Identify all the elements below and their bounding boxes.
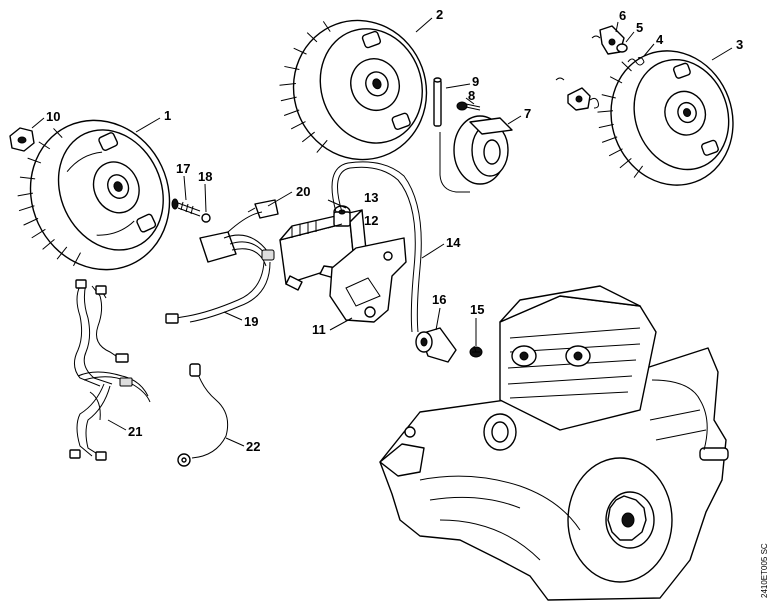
part-label-16: 16: [432, 292, 446, 307]
part-label-7: 7: [524, 106, 531, 121]
ground-wire-22-drawing: [177, 363, 229, 467]
part-label-15: 15: [470, 302, 484, 317]
washer-5-drawing: [616, 43, 628, 53]
spark-plug-cap-16-drawing: [415, 327, 457, 363]
washer-18-drawing: [201, 213, 211, 223]
pawl-assembly-drawing: [555, 77, 599, 111]
part-label-3: 3: [736, 37, 743, 52]
part-label-9: 9: [472, 74, 479, 89]
flywheel-1-drawing: [17, 119, 171, 271]
part-label-1: 1: [164, 108, 171, 123]
screw-8-drawing: [456, 101, 481, 111]
pin-9-drawing: [433, 77, 442, 127]
part-label-4: 4: [656, 32, 664, 47]
part-label-13: 13: [364, 190, 378, 205]
screw-17-drawing: [171, 198, 201, 217]
part-label-6: 6: [619, 8, 626, 23]
part-label-19: 19: [244, 314, 258, 329]
engine-crankcase-drawing: [379, 285, 729, 601]
part-label-17: 17: [176, 161, 190, 176]
screw-15-drawing: [469, 345, 483, 358]
nut-10-drawing: [9, 127, 35, 152]
flywheel-3-drawing: [597, 50, 734, 186]
ignition-lead-14-drawing: [337, 166, 416, 333]
leader-lines: [31, 17, 733, 447]
part-label-2: 2: [436, 7, 443, 22]
part-label-8: 8: [468, 88, 475, 103]
part-label-14: 14: [446, 235, 461, 250]
part-label-11: 11: [312, 322, 326, 337]
ring-7-drawing: [439, 115, 513, 193]
part-labels: 1 2 3 4 5 6 7 8 9 10 11 12 13 14 15 16 1…: [46, 7, 743, 454]
ground-terminal-20-drawing: [247, 199, 279, 219]
reference-code: 2410ET005 SC: [760, 543, 769, 598]
part-label-5: 5: [636, 20, 643, 35]
part-label-20: 20: [296, 184, 310, 199]
ignition-shield-11-drawing: [329, 237, 407, 323]
spring-4-drawing: [627, 57, 645, 66]
wiring-harness-21-drawing: [69, 279, 151, 461]
part-label-18: 18: [198, 169, 212, 184]
spark-plug-boot-13-drawing: [333, 205, 351, 227]
part-label-21: 21: [128, 424, 142, 439]
flywheel-2-drawing: [279, 19, 428, 161]
part-label-10: 10: [46, 109, 60, 124]
part-label-12: 12: [364, 213, 378, 228]
part-label-22: 22: [246, 439, 260, 454]
short-circuit-wire-19-drawing: [165, 211, 275, 324]
ignition-lead-14-outer: [331, 161, 422, 333]
